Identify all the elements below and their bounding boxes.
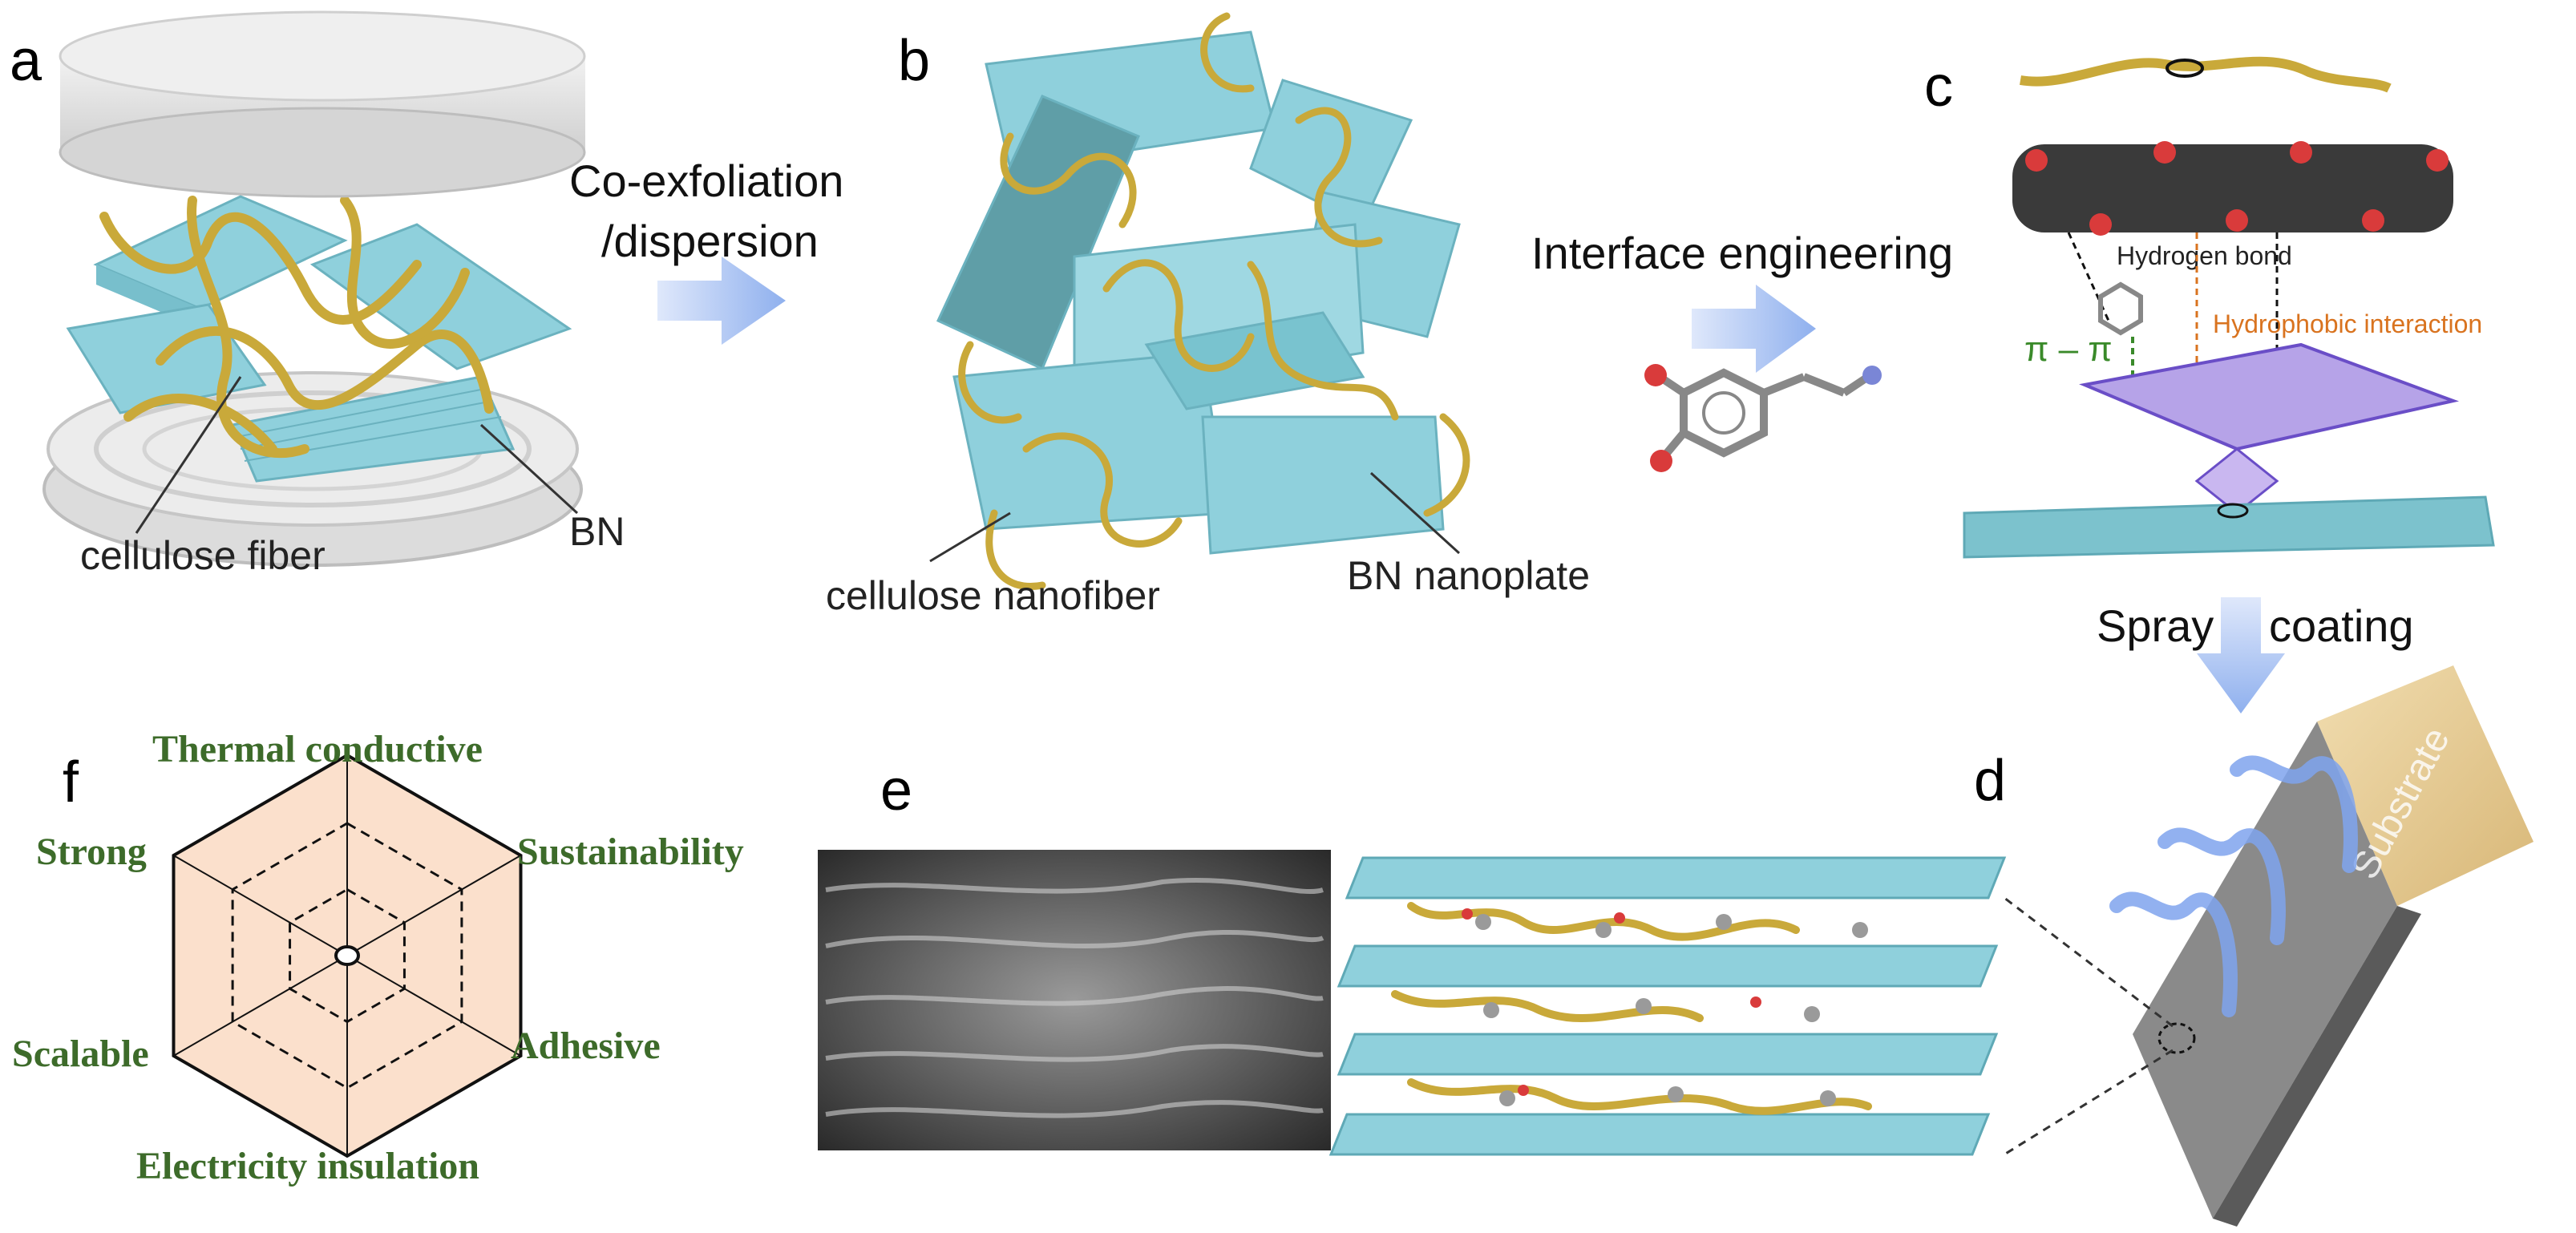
cellulose-nanofibers [958, 12, 1470, 590]
step-label-line1: Co-exfoliation [569, 156, 843, 206]
panel-e: e [818, 758, 2007, 1156]
radar-axis-2 [346, 855, 522, 956]
panel-letter-e: e [880, 758, 912, 823]
label-bn: BN [569, 509, 625, 554]
panel-b: b cellulose nanofiber BN nanoplate [826, 12, 1590, 618]
radar-chart [172, 753, 523, 1158]
panel-d: d Substrate [1974, 665, 2534, 1227]
adsorbed-dopamine [2098, 281, 2143, 336]
label-hydrophobic-interaction: Hydrophobic interaction [2213, 309, 2482, 338]
label-cellulose-fiber: cellulose fiber [80, 533, 326, 578]
radar-center [334, 945, 360, 966]
wave-icon [2109, 755, 2358, 1017]
radar-axis-5 [172, 955, 348, 1057]
property-electricity-insulation: Electricity insulation [136, 1145, 479, 1187]
step-spray-left: Spray [2097, 600, 2214, 651]
panel-letter-f: f [63, 750, 79, 815]
label-cellulose-nanofiber: cellulose nanofiber [826, 573, 1160, 618]
step-spray-right: coating [2269, 600, 2414, 651]
property-scalable: Scalable [12, 1033, 149, 1075]
leader-bn-a [479, 423, 579, 515]
panel-letter-d: d [1974, 749, 2006, 813]
panel-f: f Thermal conductive Sustainability Adhe… [12, 728, 744, 1187]
fiber-strand-c [2020, 56, 2392, 93]
panel-c: c Hydrogen bond Hydrophobic interaction … [1924, 55, 2495, 559]
step-coexfoliation: Co-exfoliation /dispersion [569, 156, 843, 345]
arrow-down-icon [2197, 597, 2285, 714]
bn-plate-c [1963, 495, 2495, 559]
property-thermal-conductive: Thermal conductive [152, 728, 483, 770]
sem-image [818, 850, 1331, 1150]
radar-axis-6 [172, 855, 348, 956]
dopamine-molecule [1644, 364, 1882, 472]
radar-axis-3 [346, 955, 522, 1057]
mill-cap [59, 10, 586, 198]
leader-fiber-b [929, 511, 1011, 563]
step-interface: Interface engineering [1531, 228, 1953, 472]
leader-fiber-a [135, 376, 242, 534]
substrate-wood [2317, 665, 2534, 906]
panel-a: a [10, 10, 625, 578]
panel-letter-c: c [1924, 55, 1953, 119]
layered-structure [1328, 856, 2007, 1156]
property-adhesive: Adhesive [511, 1025, 661, 1067]
cellulose-fibers-a [99, 196, 494, 459]
leader-plate-b [1369, 471, 1461, 555]
arrow-right-icon [1692, 285, 1816, 373]
property-sustainability: Sustainability [517, 831, 744, 873]
step-interface-label: Interface engineering [1531, 228, 1953, 278]
label-pi-pi: π – π [2024, 329, 2113, 369]
arrow-right-icon [657, 257, 786, 345]
cellulose-chain [2012, 141, 2453, 236]
panel-letter-b: b [898, 29, 930, 93]
panel-letter-a: a [10, 29, 42, 93]
label-bn-nanoplate: BN nanoplate [1347, 553, 1590, 598]
coating-layer [2133, 722, 2397, 1219]
step-label-line2: /dispersion [601, 216, 819, 266]
label-hydrogen-bond: Hydrogen bond [2117, 241, 2292, 270]
bn-nanoplates [936, 30, 1461, 555]
step-spray: Spray coating [2097, 597, 2414, 714]
property-strong: Strong [36, 831, 147, 873]
bn-lattice [2079, 342, 2460, 515]
